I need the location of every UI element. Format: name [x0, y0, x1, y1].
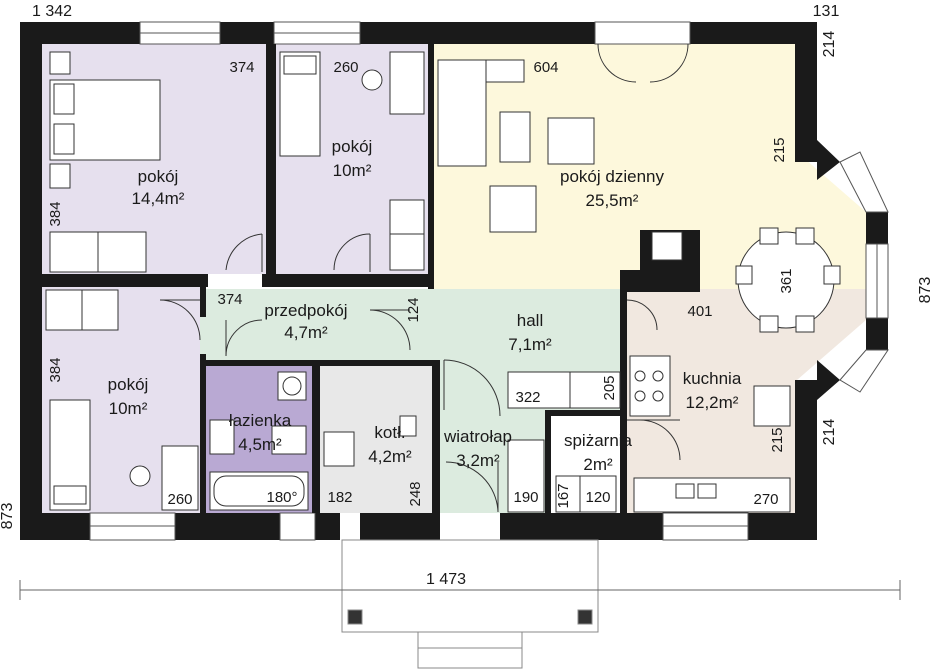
bathroom-area: 4,5m² [238, 435, 282, 454]
bathroom-name: łazienka [229, 411, 292, 430]
dim-right-total: 873 [917, 277, 934, 304]
dim-top-right: 131 [813, 3, 840, 20]
dining-table-dim: 361 [778, 268, 795, 293]
pantry-depth: 167 [555, 483, 572, 508]
bedroom1-height: 384 [47, 201, 64, 226]
hall-cabinet-depth: 205 [601, 375, 618, 400]
bedroom1-area: 14,4m² [132, 189, 185, 208]
pantry-area: 2m² [583, 455, 613, 474]
hall-name: hall [517, 311, 543, 330]
vestibule-name: wiatrołap [443, 427, 512, 446]
kitchen-wall: 215 [769, 427, 786, 452]
boiler-area: 4,2m² [368, 447, 412, 466]
furniture [45, 51, 841, 513]
kitchen-name: kuchnia [683, 369, 742, 388]
boiler-name: kotł. [374, 423, 405, 442]
boiler-depth: 248 [407, 481, 424, 506]
bedroom2-width: 260 [333, 59, 358, 76]
bedroom3-area: 10m² [109, 399, 148, 418]
boiler-width: 182 [327, 489, 352, 506]
bedroom2-area: 10m² [333, 161, 372, 180]
living-area: 25,5m² [586, 191, 639, 210]
dim-top-left: 1 342 [32, 3, 72, 20]
dim-right-top: 214 [821, 31, 838, 58]
hallway-width: 374 [217, 291, 242, 308]
dim-bottom-total: 1 473 [426, 571, 466, 588]
dim-left-total: 873 [0, 503, 16, 530]
pantry-width: 120 [585, 489, 610, 506]
doors [159, 43, 689, 513]
porch [341, 539, 599, 669]
bedroom1-width: 374 [229, 59, 254, 76]
dimension-lines [19, 580, 901, 600]
vestibule-dim: 190 [513, 489, 538, 506]
kitchen-fill [627, 289, 866, 513]
bedroom1-name: pokój [138, 167, 179, 186]
interior-walls [40, 44, 700, 513]
bathtub-dim: 180° [266, 489, 297, 506]
living-wall: 215 [771, 137, 788, 162]
pantry-name: spiżarnia [564, 431, 633, 450]
living-width: 604 [533, 59, 558, 76]
bedroom3-width: 260 [167, 491, 192, 508]
hall-area: 7,1m² [508, 335, 552, 354]
hall-cabinet-width: 322 [515, 389, 540, 406]
bedroom3-name: pokój [108, 375, 149, 394]
windows [89, 21, 889, 541]
exterior-walls [20, 22, 888, 540]
bedroom2-name: pokój [332, 137, 373, 156]
hallway-area: 4,7m² [284, 323, 328, 342]
vestibule-area: 3,2m² [456, 451, 500, 470]
hallway-name: przedpokój [264, 301, 347, 320]
hallway-depth: 124 [405, 297, 422, 322]
bedroom3-height: 384 [47, 357, 64, 382]
dim-right-bottom: 214 [821, 419, 838, 446]
labels: pokój 14,4m² 374 384 pokój 10m² 260 pokó… [0, 3, 934, 588]
living-name: pokój dzienny [560, 167, 664, 186]
kitchen-area: 12,2m² [686, 393, 739, 412]
kitchen-counter: 270 [753, 491, 778, 508]
living-fill [434, 44, 866, 289]
kitchen-width: 401 [687, 303, 712, 320]
